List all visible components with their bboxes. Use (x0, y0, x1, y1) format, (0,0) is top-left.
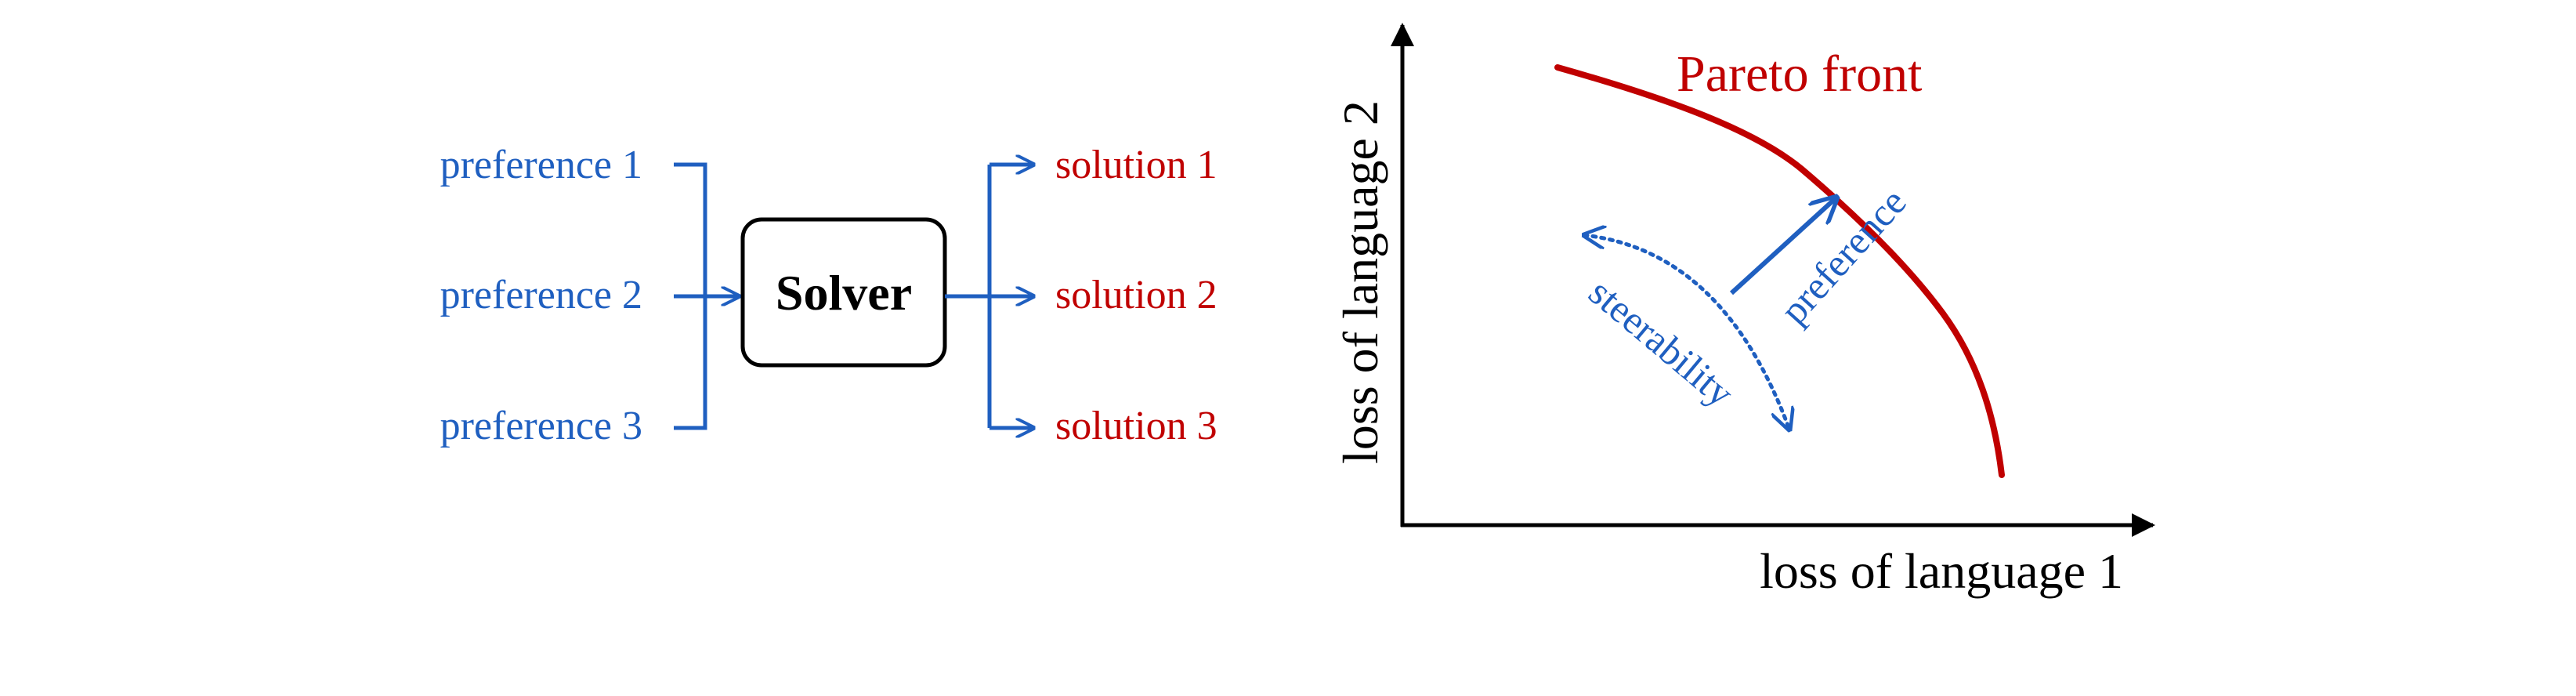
input-connector (674, 162, 739, 430)
solver-box: Solver (740, 217, 947, 368)
output-connector (945, 165, 1033, 428)
x-axis-label: loss of language 1 (1760, 543, 2123, 599)
steerability-arc-label: steerability (1581, 270, 1742, 415)
preference-label-1: preference 1 (440, 143, 642, 187)
solver-label: Solver (776, 265, 912, 321)
tradeoff-plot: loss of language 1 loss of language 2 Pa… (1333, 23, 2155, 599)
pareto-front-curve (1554, 64, 2005, 478)
solution-label-2: solution 2 (1055, 273, 1217, 317)
steerability-arc (1584, 235, 1789, 430)
y-axis-label: loss of language 2 (1333, 100, 1388, 464)
preference-label-3: preference 3 (440, 404, 642, 448)
solution-label-1: solution 1 (1055, 143, 1217, 187)
pareto-front-label: Pareto front (1677, 45, 1922, 103)
flow-diagram: preference 1 preference 2 preference 3 S… (440, 143, 1217, 448)
preference-label-2: preference 2 (440, 273, 642, 317)
solution-label-3: solution 3 (1055, 404, 1217, 448)
